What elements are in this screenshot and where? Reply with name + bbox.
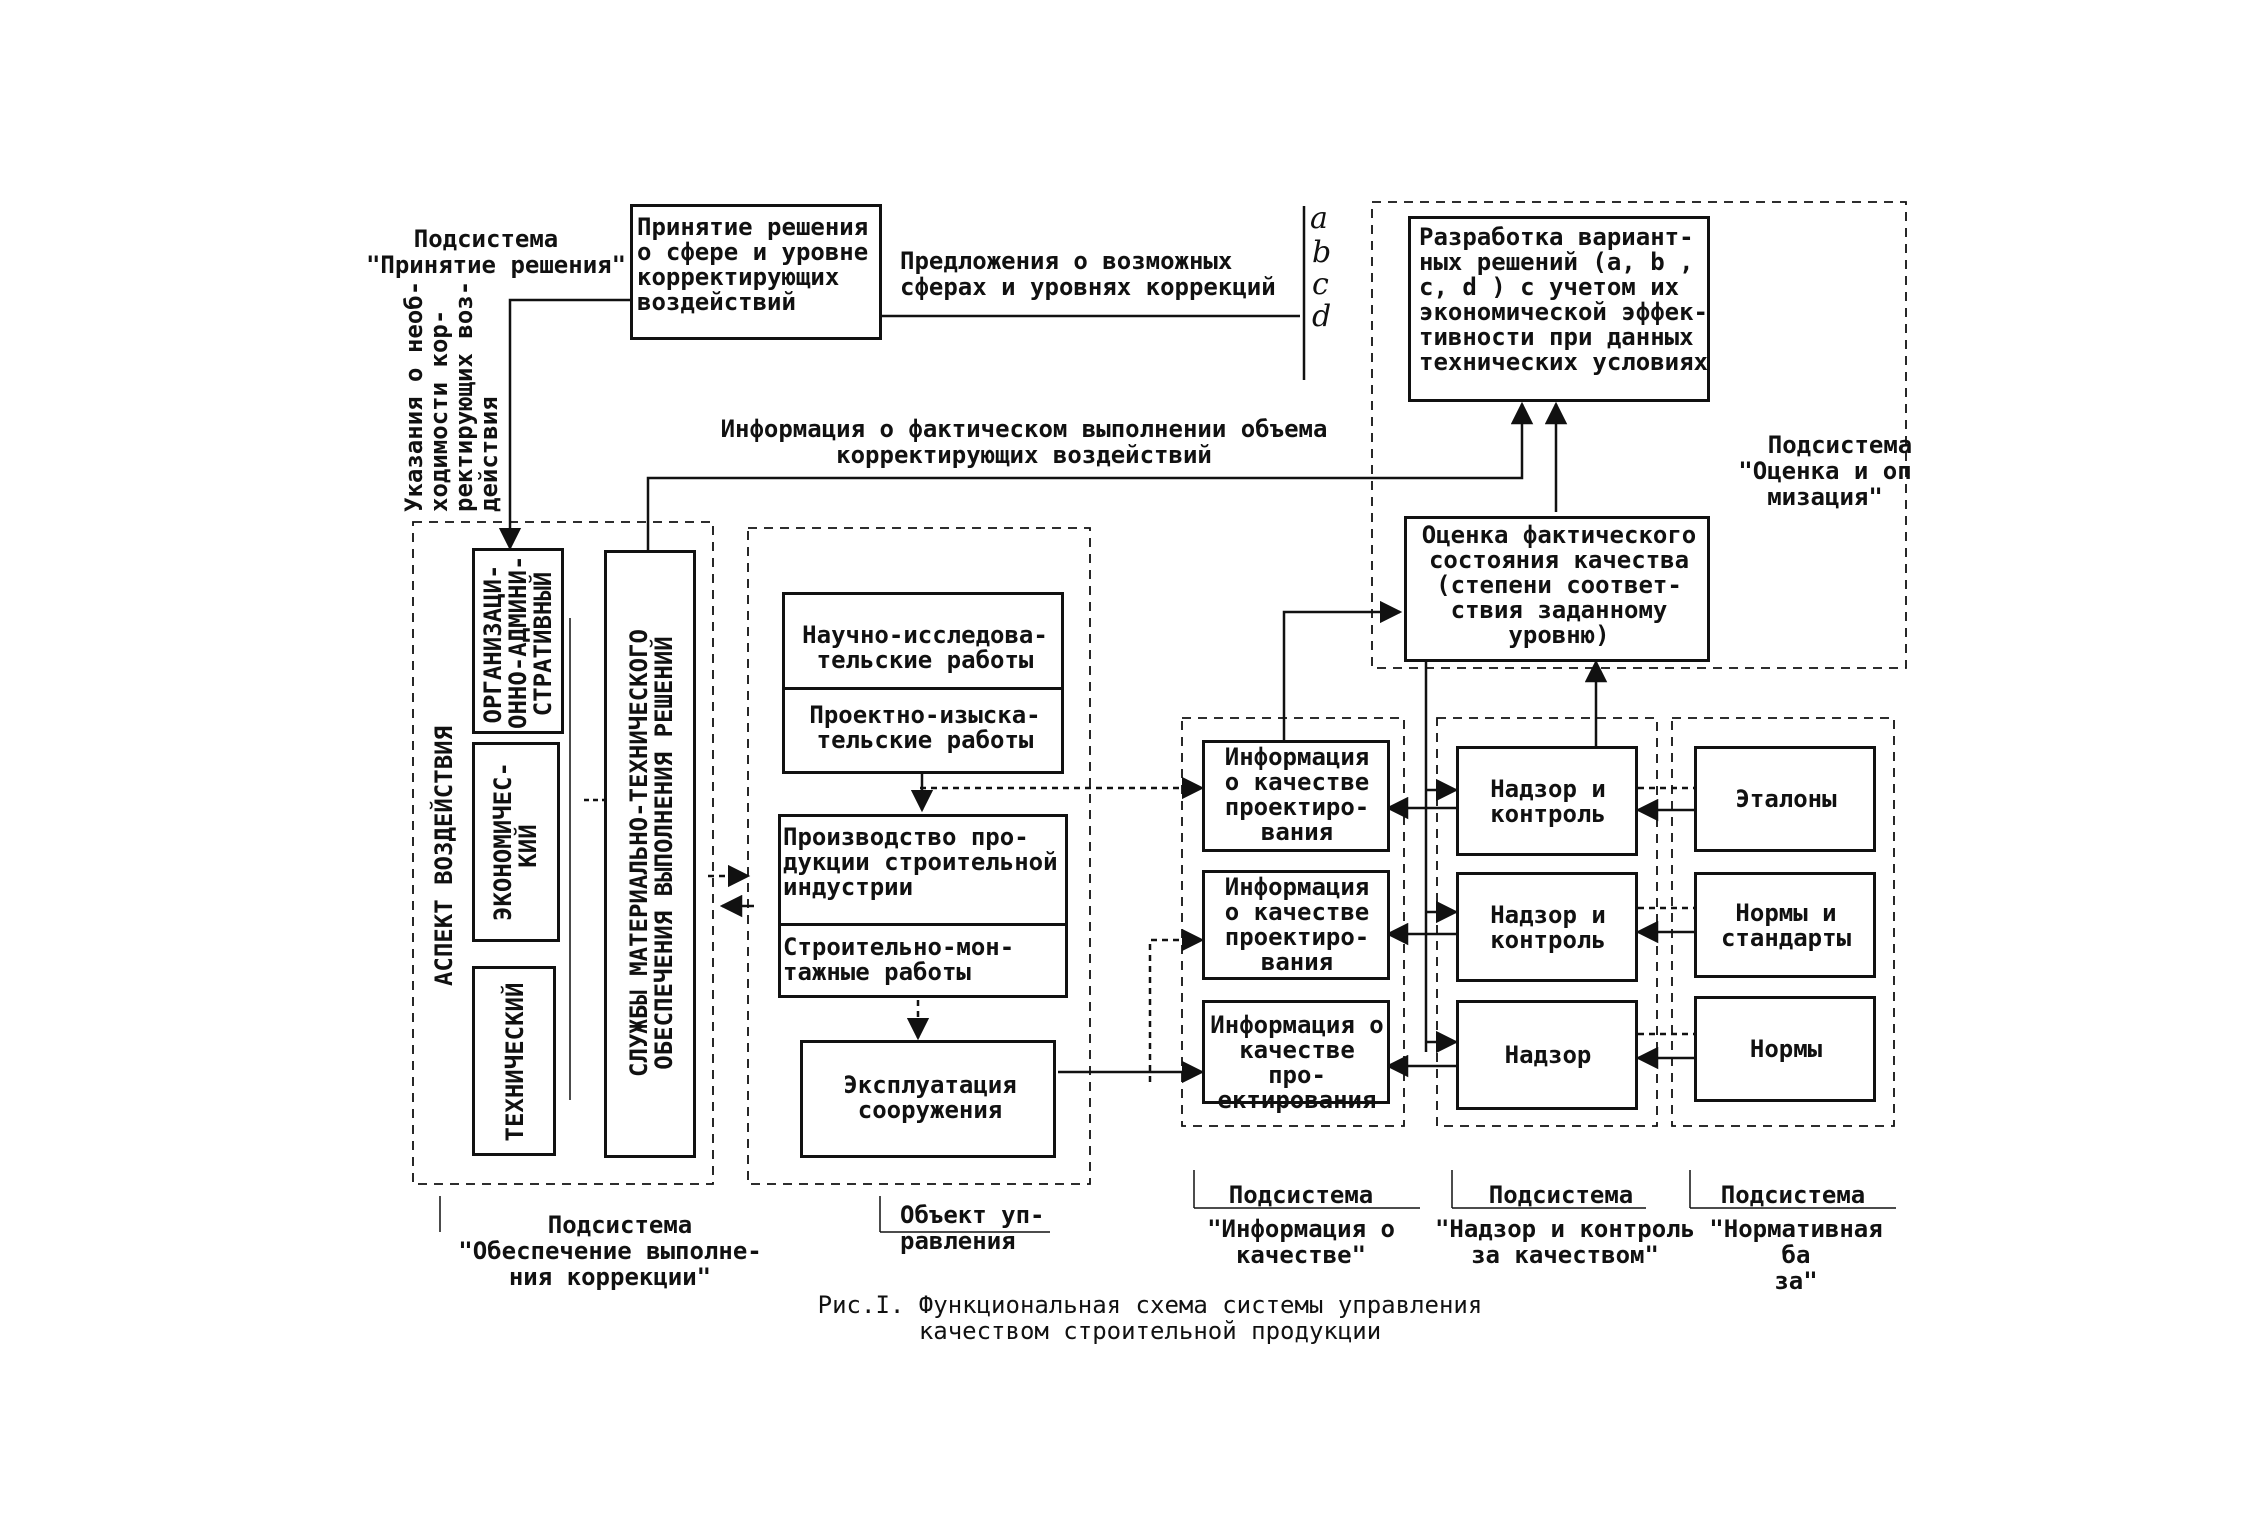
variants-box-text: Разработка вариант- ных решений (a, b , …	[1419, 223, 1708, 376]
control-box-3-text: Надзор	[1504, 1041, 1592, 1069]
services-box: СЛУЖБЫ МАТЕРИАЛЬНО-ТЕХНИЧЕСКОГО ОБЕСПЕЧЕ…	[604, 550, 696, 1158]
norm-box-2: Нормы и стандарты	[1694, 872, 1876, 978]
instructions-label: Указания о необ- ходимости кор- ректирую…	[400, 280, 503, 512]
info-box-1-text: Информация о качестве проектиро- вания	[1224, 743, 1370, 846]
aspect-label: АСПЕКТ ВОЗДЕЙСТВИЯ	[430, 725, 458, 987]
evaluation-box-text: Оценка фактического состояния качества (…	[1421, 521, 1697, 649]
control-box-1: Надзор и контроль	[1456, 746, 1638, 856]
norm-box-1-text: Эталоны	[1735, 785, 1837, 813]
decision-box: Принятие решения о сфере и уровне коррек…	[630, 204, 882, 340]
proposals-label: Предложения о возможных сферах и уровнях…	[900, 247, 1276, 301]
subsystem-evaluation-name: "Оценка и оп мизация"	[1738, 457, 1912, 511]
info-box-3: Информация о качестве про- ектирования	[1202, 1000, 1390, 1113]
subsystem-decision-name: "Принятие решения"	[365, 251, 627, 279]
letter-c: c	[1312, 267, 1329, 302]
subsystem-provision-title: Подсистема	[547, 1211, 693, 1239]
research-text: Научно-исследова- тельские работы	[802, 621, 1048, 674]
object-label: Объект уп- равления	[900, 1201, 1045, 1255]
subsystem-control-name: "Надзор и контроль за качеством"	[1434, 1215, 1696, 1269]
aspect-org-box: ОРГАНИЗАЦИ- ОННО-АДМИНИ- СТРАТИВНЫЙ	[472, 548, 564, 734]
design-text: Проектно-изыска- тельские работы	[809, 701, 1041, 754]
letter-a: a	[1310, 201, 1328, 236]
subsystem-evaluation-title: Подсистема	[1767, 431, 1913, 459]
services-text: СЛУЖБЫ МАТЕРИАЛЬНО-ТЕХНИЧЕСКОГО ОБЕСПЕЧЕ…	[625, 629, 678, 1077]
subsystem-control-title: Подсистема	[1488, 1181, 1634, 1209]
evaluation-box: Оценка фактического состояния качества (…	[1404, 516, 1710, 662]
norm-box-3: Нормы	[1694, 996, 1876, 1102]
object-research-design-box: Научно-исследова- тельские работы Проект…	[782, 592, 1064, 774]
control-box-2: Надзор и контроль	[1456, 872, 1638, 982]
subsystem-decision-title: Подсистема	[413, 225, 559, 253]
norm-box-3-text: Нормы	[1749, 1035, 1823, 1063]
letter-d: d	[1312, 299, 1332, 334]
control-box-1-text: Надзор и контроль	[1490, 775, 1606, 828]
object-production-box: Производство про- дукции строительной ин…	[778, 814, 1068, 998]
variants-box: Разработка вариант- ных решений (a, b , …	[1408, 216, 1710, 402]
figure-caption: Рис.I. Функциональная схема системы упра…	[817, 1291, 1483, 1345]
subsystem-normative-title: Подсистема	[1720, 1181, 1866, 1209]
subsystem-provision-name: "Обеспечение выполне- ния коррекции"	[458, 1237, 762, 1291]
object-operation-box: Эксплуатация сооружения	[800, 1040, 1056, 1158]
subsystem-normative-name: "Нормативная ба за"	[1709, 1215, 1883, 1295]
aspect-econ-box: ЭКОНОМИЧЕС- КИЙ	[472, 742, 560, 942]
norm-box-2-text: Нормы и стандарты	[1720, 899, 1852, 952]
norm-box-1: Эталоны	[1694, 746, 1876, 852]
aspect-tech-text: ТЕХНИЧЕСКИЙ	[501, 982, 529, 1142]
info-box-2-text: Информация о качестве проектиро- вания	[1224, 873, 1370, 976]
letter-b: b	[1312, 235, 1332, 270]
operation-text: Эксплуатация сооружения	[843, 1071, 1017, 1124]
aspect-tech-box: ТЕХНИЧЕСКИЙ	[472, 966, 556, 1156]
decision-box-text: Принятие решения о сфере и уровне коррек…	[637, 213, 869, 316]
control-box-2-text: Надзор и контроль	[1490, 901, 1606, 954]
aspect-econ-text: ЭКОНОМИЧЕС- КИЙ	[489, 762, 542, 921]
aspect-org-text: ОРГАНИЗАЦИ- ОННО-АДМИНИ- СТРАТИВНЫЙ	[479, 555, 557, 729]
info-box-2: Информация о качестве проектиро- вания	[1202, 870, 1390, 980]
info-box-3-text: Информация о качестве про- ектирования	[1210, 1011, 1384, 1114]
subsystem-info-name: "Информация о качестве"	[1207, 1215, 1395, 1269]
actual-info-label: Информация о фактическом выполнении объе…	[720, 415, 1328, 469]
control-box-3: Надзор	[1456, 1000, 1638, 1110]
subsystem-info-title: Подсистема	[1228, 1181, 1374, 1209]
info-box-1: Информация о качестве проектиро- вания	[1202, 740, 1390, 852]
production-text: Производство про- дукции строительной ин…	[783, 823, 1058, 901]
construction-text: Строительно-мон- тажные работы	[783, 933, 1015, 986]
